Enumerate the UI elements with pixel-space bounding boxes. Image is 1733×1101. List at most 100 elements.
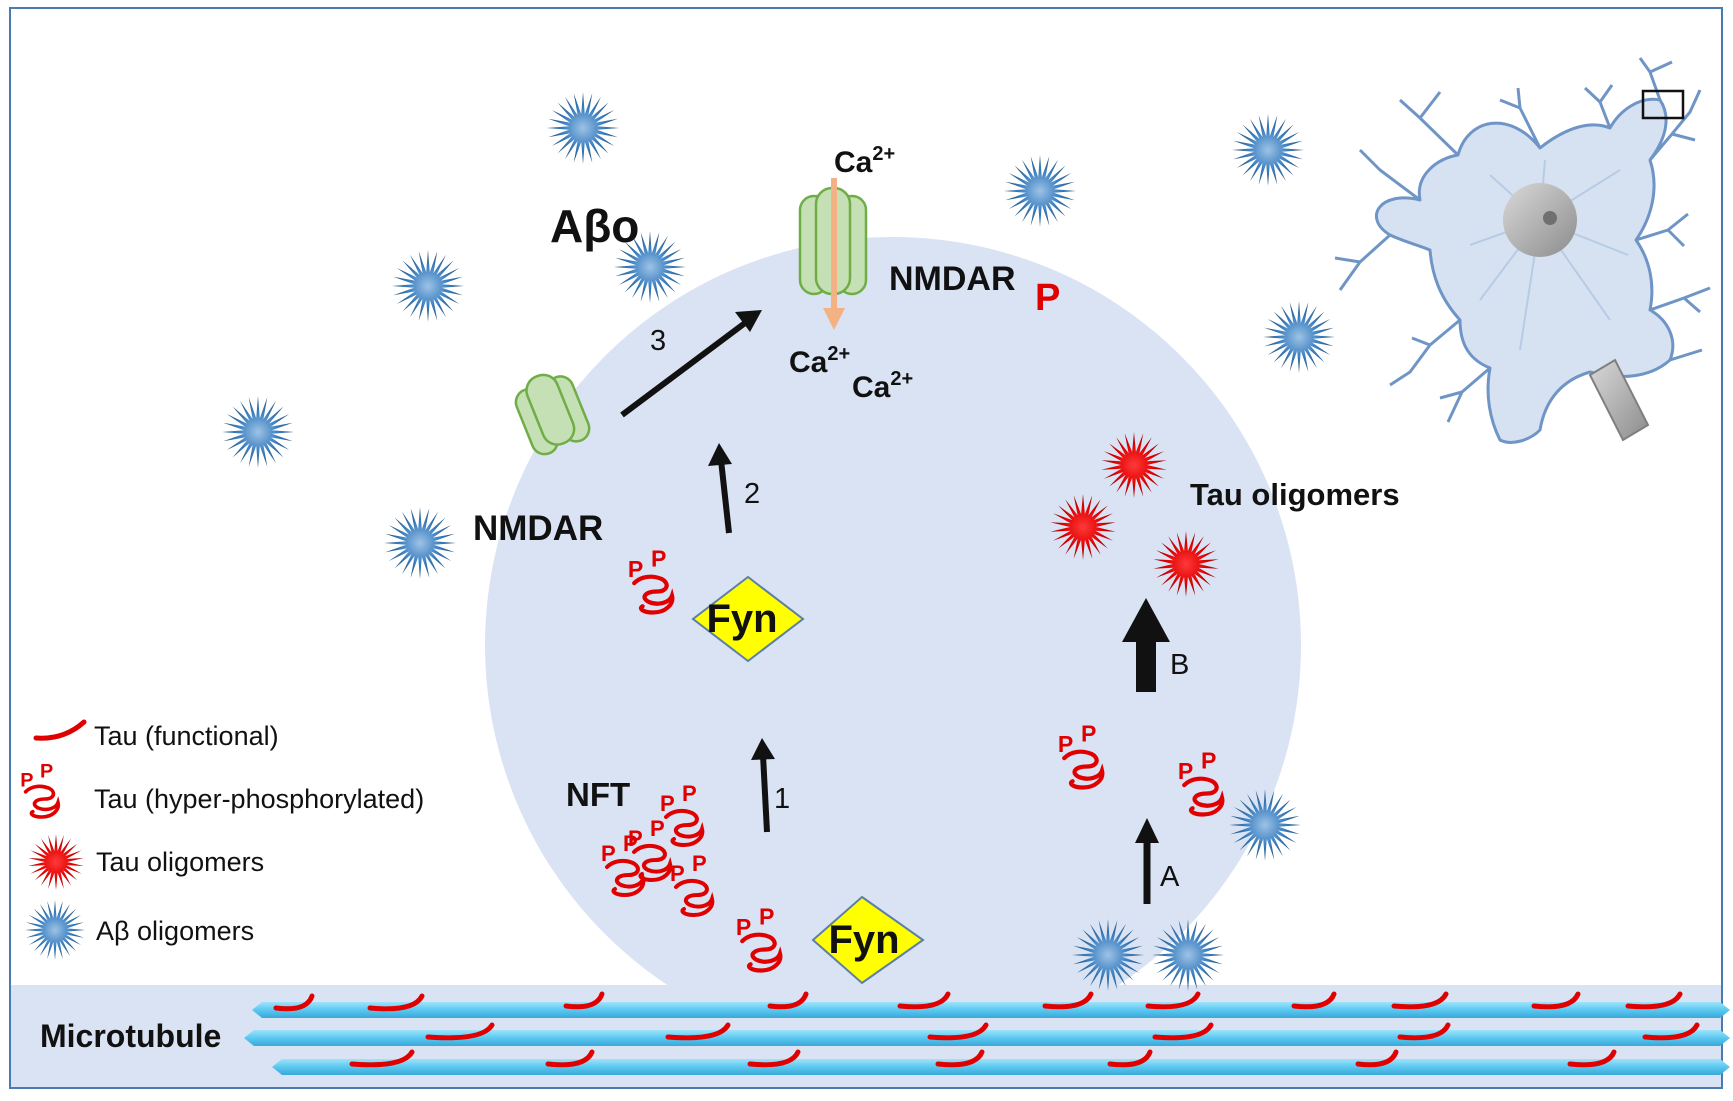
tau-oligomer-icon	[1050, 494, 1116, 560]
calcium-influx-arrow	[823, 178, 845, 330]
step-2-label: 2	[744, 478, 760, 510]
svg-text:P: P	[1201, 747, 1216, 773]
arrow-1-head	[751, 738, 775, 760]
legend-tau-hyper-label: Tau (hyper-phosphorylated)	[94, 784, 424, 814]
neuron-nucleolus	[1543, 211, 1557, 225]
svg-text:P: P	[650, 816, 665, 841]
functional-tau-icon	[273, 993, 315, 1012]
svg-text:P: P	[623, 831, 638, 856]
legend-tau-functional-icon	[33, 719, 87, 741]
functional-tau-icon	[425, 1022, 495, 1041]
functional-tau-icon	[1152, 1022, 1214, 1041]
pathway-arrows	[620, 310, 1170, 904]
svg-text:P: P	[1058, 731, 1073, 757]
svg-text:P: P	[40, 760, 53, 782]
svg-text:P: P	[692, 851, 707, 876]
abeta-oligomer-icon	[384, 507, 456, 579]
neuron-illustration	[1334, 57, 1711, 444]
functional-tau-icon	[897, 991, 951, 1010]
abeta-oligomer-icon	[1152, 919, 1224, 991]
svg-text:P: P	[651, 545, 666, 571]
nmdar-receptor-icon	[514, 373, 591, 456]
axon-cylinder	[1588, 358, 1650, 442]
nmdar-phospho-label: NMDAR	[889, 260, 1016, 298]
nft-label: NFT	[566, 776, 630, 813]
arrow-2-head	[708, 443, 732, 466]
functional-tau-icon	[1625, 991, 1683, 1010]
svg-text:P: P	[628, 826, 643, 851]
functional-tau-icon	[1642, 1022, 1700, 1041]
arrow-a-head	[1135, 818, 1159, 843]
calcium-label-mid-2: Ca2+	[852, 368, 913, 404]
functional-tau-icon	[1145, 991, 1201, 1010]
legend-tau-oligomer-icon	[28, 834, 84, 890]
figure-frame	[9, 7, 1723, 1089]
fyn-kinase-diamond-top	[691, 575, 805, 663]
abeta-oligomer-icon	[547, 92, 619, 164]
functional-tau-icon	[1291, 991, 1337, 1010]
functional-tau-icon	[1397, 1022, 1451, 1041]
step-a-label: A	[1160, 861, 1180, 893]
phosphate-label: P	[1035, 277, 1060, 319]
microtubule-label: Microtubule	[40, 1018, 221, 1054]
functional-tau-group	[273, 991, 1700, 1068]
calcium-label-top: Ca2+	[834, 143, 895, 179]
legend-abeta-oligomers-label: Aβ oligomers	[96, 916, 254, 946]
abeta-oligomer-label: Aβo	[550, 200, 639, 252]
functional-tau-icon	[747, 1049, 801, 1068]
abeta-oligomer-icon	[1229, 789, 1301, 861]
abeta-oligomer-icon	[1263, 301, 1335, 373]
legend-tau-functional-label: Tau (functional)	[94, 721, 279, 751]
legend-abeta-oligomer-icon	[25, 900, 85, 960]
arrow-3-head	[735, 310, 762, 332]
functional-tau-icon	[1042, 991, 1094, 1010]
step-b-label: B	[1170, 649, 1189, 681]
functional-tau-icon	[1531, 991, 1581, 1010]
fyn-label-bottom: Fyn	[828, 918, 899, 962]
functional-tau-icon	[1107, 1049, 1153, 1068]
abeta-oligomer-icon	[614, 231, 686, 303]
abeta-oligomer-icon	[222, 396, 294, 468]
svg-text:P: P	[736, 914, 751, 940]
functional-tau-icon	[1355, 1049, 1399, 1068]
svg-text:P: P	[20, 769, 33, 791]
tau-oligomer-icon	[1101, 432, 1167, 498]
svg-text:P: P	[759, 903, 774, 929]
abeta-oligomer-icon	[392, 250, 464, 322]
svg-text:P: P	[1178, 758, 1193, 784]
functional-tau-icon	[767, 991, 809, 1010]
fyn-label-top: Fyn	[706, 597, 777, 641]
arrow-b-head	[1122, 598, 1170, 642]
functional-tau-icon	[927, 1022, 989, 1041]
abeta-oligomer-icon	[1072, 919, 1144, 991]
functional-tau-icon	[545, 1049, 595, 1068]
svg-text:P: P	[601, 841, 616, 866]
svg-text:P: P	[628, 556, 643, 582]
legend-tau-oligomers-label: Tau oligomers	[96, 847, 264, 877]
tau-oligomer-icon	[1153, 531, 1219, 597]
tau-oligomer-group	[1050, 432, 1219, 597]
functional-tau-icon	[935, 1049, 985, 1068]
step-3-label: 3	[650, 325, 666, 357]
zoom-box-icon	[1641, 89, 1685, 120]
dendritic-spine	[485, 237, 1301, 1053]
abeta-oligomer-group	[222, 92, 1335, 991]
neuron-nucleus	[1503, 183, 1577, 257]
step-1-label: 1	[774, 783, 790, 815]
tau-oligomers-label: Tau oligomers	[1190, 477, 1400, 512]
functional-tau-icon	[367, 993, 425, 1012]
svg-text:P: P	[1081, 720, 1096, 746]
functional-tau-icon	[349, 1049, 415, 1068]
svg-text:P: P	[670, 861, 685, 886]
abeta-oligomer-icon	[1232, 114, 1304, 186]
